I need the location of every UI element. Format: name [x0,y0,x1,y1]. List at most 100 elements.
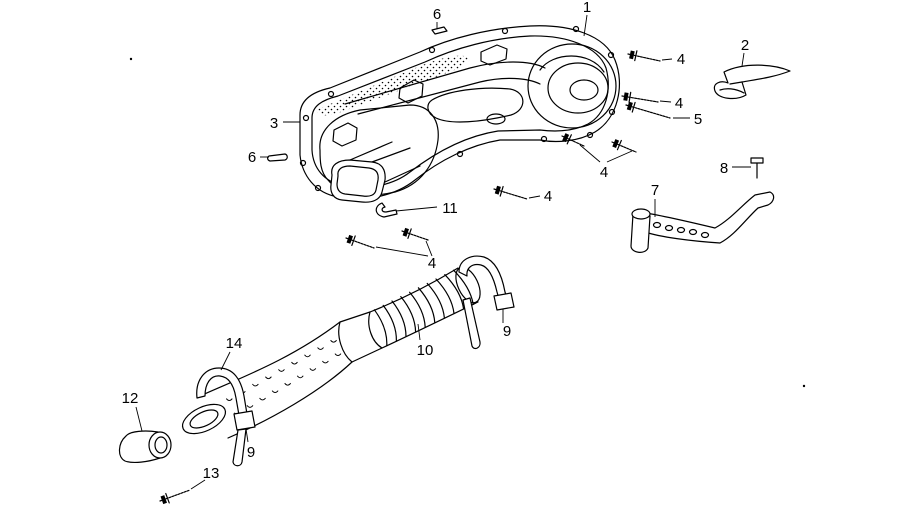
bolt-head [626,101,633,111]
duct-dimple [296,375,304,379]
duct-bottom-edge [227,301,479,439]
callout-label: 4 [544,188,552,205]
duct-dimple [309,368,317,371]
callout-label: 9 [247,444,255,461]
leader-line [190,479,206,490]
clip-part-6-top [431,26,448,35]
leader-line [528,195,541,199]
callout-label: 10 [417,342,434,359]
cover-intake-lobe [319,104,439,196]
leader-line [417,323,421,341]
leader-line [583,14,588,37]
intake-duct-body [349,141,421,183]
duct-dimple [271,390,279,394]
duct-corrugation [426,282,445,319]
bolt-part-4 [611,139,637,153]
callout-label: 14 [226,335,243,352]
duct-dimple [278,369,285,372]
bolts-group [159,50,671,505]
duct-dimple [225,398,233,402]
kick-lever-holes [652,221,710,239]
cover-hole [540,135,548,143]
cover-boss [398,79,424,104]
bracket-part-2-edge [719,81,745,94]
clutch-lobe-outer [527,43,617,129]
cover-hole [607,51,615,59]
callout-label: 12 [122,390,139,407]
duct-corrugation [391,300,407,338]
duct-collar [338,311,383,363]
kick-lever-spline [631,208,651,220]
leader-line [606,150,633,163]
clamp-part-9-left [232,410,256,467]
bolt-washer [634,50,638,62]
callout-label: 9 [503,323,511,340]
duct-dimple [291,361,298,365]
duct-corrugation [417,287,436,324]
clip-part-11 [375,202,398,218]
bolt-washer [351,235,356,246]
callout-label: 8 [720,160,728,177]
sleeve-end [148,431,172,459]
cover-hole [299,159,307,167]
transmission-cover [299,25,621,203]
duct-dimple [304,354,311,358]
callout-label: 4 [677,51,685,68]
cover-ridge [357,77,541,115]
intake-mouth-outer [330,159,386,203]
bolt-head [494,185,501,195]
leader-line [245,428,249,443]
bolt-part-4 [627,50,661,62]
bolt-part-4 [493,185,528,200]
bolt-head [562,133,570,143]
bolt-part-8 [750,157,764,179]
callout-label: 5 [694,111,702,128]
callout-label: 4 [675,95,683,112]
cover-boss [332,122,358,147]
clutch-lobe-center [569,79,599,101]
bolt-washer [616,139,622,151]
cover-hole [608,108,616,116]
callout-label: 3 [270,115,278,132]
clamp-part-9-right [458,255,515,350]
duct-dimple [246,405,254,408]
duct-dimple [334,353,342,357]
leader-line [661,58,673,61]
kick-lever-hole [676,226,686,234]
bolt-washer [628,91,632,103]
callout-label: 7 [651,182,659,199]
callout-label: 1 [583,0,591,16]
leader-line [375,246,429,257]
speck [802,384,806,388]
cover-ridge [344,61,546,105]
cover-hole [327,90,335,98]
cover-hole [314,184,322,192]
duct-dimple [317,347,324,350]
leader-lines [135,14,751,490]
bolt-head [750,157,764,164]
leader-line [659,100,672,103]
kick-lever-hole [664,224,674,232]
callout-label: 13 [203,465,220,482]
callout-label: 4 [600,164,608,181]
leader-line [395,206,438,212]
bolt-washer [566,134,572,145]
air-duct-part-10 [199,266,481,439]
cover-hole [302,114,310,122]
clutch-lobe-arc [539,55,605,73]
bolt-washer [165,492,170,504]
bolt-part-4 [625,101,671,119]
clip-part-6-left [267,153,288,162]
bolt-washer [631,101,636,113]
clamp-tail [462,297,481,350]
cover-hole [572,25,580,33]
bolt-head [346,234,353,244]
speck [129,57,133,61]
leader-line [220,351,231,371]
duct-dimple [322,360,329,364]
kick-lever-arm [639,191,775,244]
duct-corrugation [435,278,455,315]
bolt-part-4 [345,234,375,249]
sleeve-end-inner [154,436,168,454]
duct-corrugation [382,304,398,342]
